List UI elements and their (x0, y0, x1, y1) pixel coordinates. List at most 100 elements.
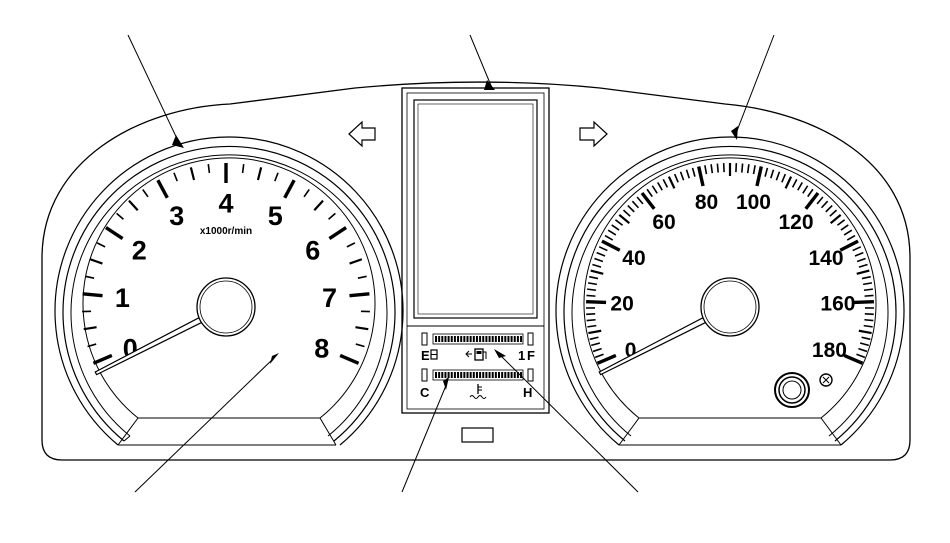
speedo-minor-tick (858, 347, 868, 353)
arrowhead-temp-gauge (443, 377, 449, 390)
speedo-minor-tick (604, 234, 614, 241)
speedo-minor-tick (829, 214, 842, 225)
speedo-minor-tick (587, 282, 598, 286)
tacho-minor-tick (142, 189, 149, 198)
tacho-minor-tick (303, 189, 310, 198)
speedo-minor-tick (854, 251, 864, 257)
speedo-minor-tick (646, 188, 653, 198)
speedo-major-tick (839, 239, 859, 252)
fuel-bar-segment (460, 336, 463, 342)
speedo-minor-tick (807, 188, 814, 198)
speedo-minor-tick (586, 294, 596, 297)
speedo-major-tick (755, 166, 763, 187)
fuel-bar-segment (441, 336, 444, 342)
speedo-minor-tick (627, 204, 635, 213)
fuel-bar-segment (504, 336, 507, 342)
fuel-bar-segment (491, 336, 494, 342)
speedo-hub-outer (700, 277, 760, 337)
speedo-minor-tick (852, 246, 862, 252)
center-module-frame (401, 87, 550, 414)
fuel-empty-label: E (421, 348, 430, 363)
cluster-housing (41, 81, 911, 461)
speedo-minor-tick (781, 173, 787, 183)
fuel-bar-segment (501, 336, 504, 342)
tacho-tick-marks (82, 163, 370, 365)
tacho-minor-tick (89, 258, 103, 265)
speedo-minor-tick (618, 214, 631, 225)
callout-line-tachometer (127, 34, 181, 146)
speedo-tick-marks (585, 163, 875, 365)
speedo-scale-label: 160 (820, 293, 855, 316)
fuel-bar-segment (438, 336, 441, 342)
tacho-bezel-inner (62, 145, 396, 442)
tacho-minor-tick (313, 199, 324, 211)
speedo-scale-label: 80 (695, 191, 718, 214)
tacho-minor-tick (85, 275, 95, 279)
speedo-minor-tick (791, 179, 798, 188)
fuel-half-label: 1 (518, 348, 525, 363)
speedo-major-tick (697, 166, 705, 187)
right-arrow-icon (579, 120, 608, 148)
temp-bar-segment (457, 372, 460, 378)
trip-reset-knob-icon[interactable] (774, 372, 810, 408)
arrowhead-tachometer (172, 135, 184, 148)
fuel-bar-segment (485, 336, 488, 342)
temp-bar-segment (479, 372, 482, 378)
tacho-scale-label: 4 (218, 189, 233, 219)
tacho-minor-tick (328, 212, 336, 220)
temp-bar-segment (488, 372, 491, 378)
speedo-minor-tick (858, 329, 872, 335)
temp-bar-segment (463, 372, 466, 378)
tacho-major-tick (82, 292, 103, 298)
fuel-bar-segment (472, 336, 475, 342)
speedo-scale-label: 0 (625, 339, 637, 362)
fuel-bar-segment (453, 336, 456, 342)
temp-bar-segment (504, 372, 507, 378)
tacho-minor-tick (349, 258, 363, 265)
speedo-minor-tick (586, 318, 596, 322)
reset-symbol-icon (819, 373, 833, 387)
temp-bar-segment (482, 372, 485, 378)
speedo-minor-tick (864, 294, 874, 297)
fuel-indicator-left (421, 332, 428, 346)
fuel-bar-segment (494, 336, 497, 342)
fuel-bar-segment (482, 336, 485, 342)
speedo-minor-tick (596, 251, 606, 257)
tacho-scale-label: 2 (132, 235, 147, 265)
speedo-minor-tick (685, 169, 690, 179)
tacho-minor-tick (87, 343, 97, 348)
speedo-major-tick (804, 191, 820, 210)
temp-bar-segment (469, 372, 472, 378)
speedo-minor-tick (856, 269, 870, 275)
tacho-minor-tick (173, 172, 178, 182)
temp-bar-segment (491, 372, 494, 378)
speedo-major-tick (853, 299, 874, 305)
callout-line-display (469, 34, 493, 89)
speedo-minor-tick (863, 288, 873, 292)
speedo-minor-tick (797, 182, 803, 191)
tacho-scale-label: 5 (268, 201, 283, 231)
temp-bar-segment (494, 372, 497, 378)
speedo-minor-tick (589, 275, 599, 280)
speedo-minor-tick (589, 336, 599, 341)
tacho-scale-label: 6 (305, 235, 320, 265)
callout-line-temp-gauge (401, 382, 448, 493)
fuel-full-label: F (527, 348, 535, 363)
center-module-inner-frame (406, 92, 545, 410)
tacho-minor-tick (274, 172, 279, 182)
tacho-scale-label: 7 (322, 283, 337, 313)
speedo-minor-tick (863, 324, 873, 328)
temp-cold-label: C (420, 385, 430, 400)
speedo-minor-tick (820, 200, 829, 209)
temp-bar-segment (453, 372, 456, 378)
lcd-screen-inner (417, 103, 534, 315)
tacho-major-tick (156, 179, 169, 199)
speedo-minor-tick (667, 176, 676, 189)
temp-bar-frame (432, 369, 524, 381)
fuel-bar-segment (479, 336, 482, 342)
tacho-minor-tick (357, 275, 367, 279)
speedo-minor-tick (614, 219, 624, 226)
tacho-minor-tick (346, 242, 356, 248)
fuel-bar-frame (432, 333, 524, 345)
